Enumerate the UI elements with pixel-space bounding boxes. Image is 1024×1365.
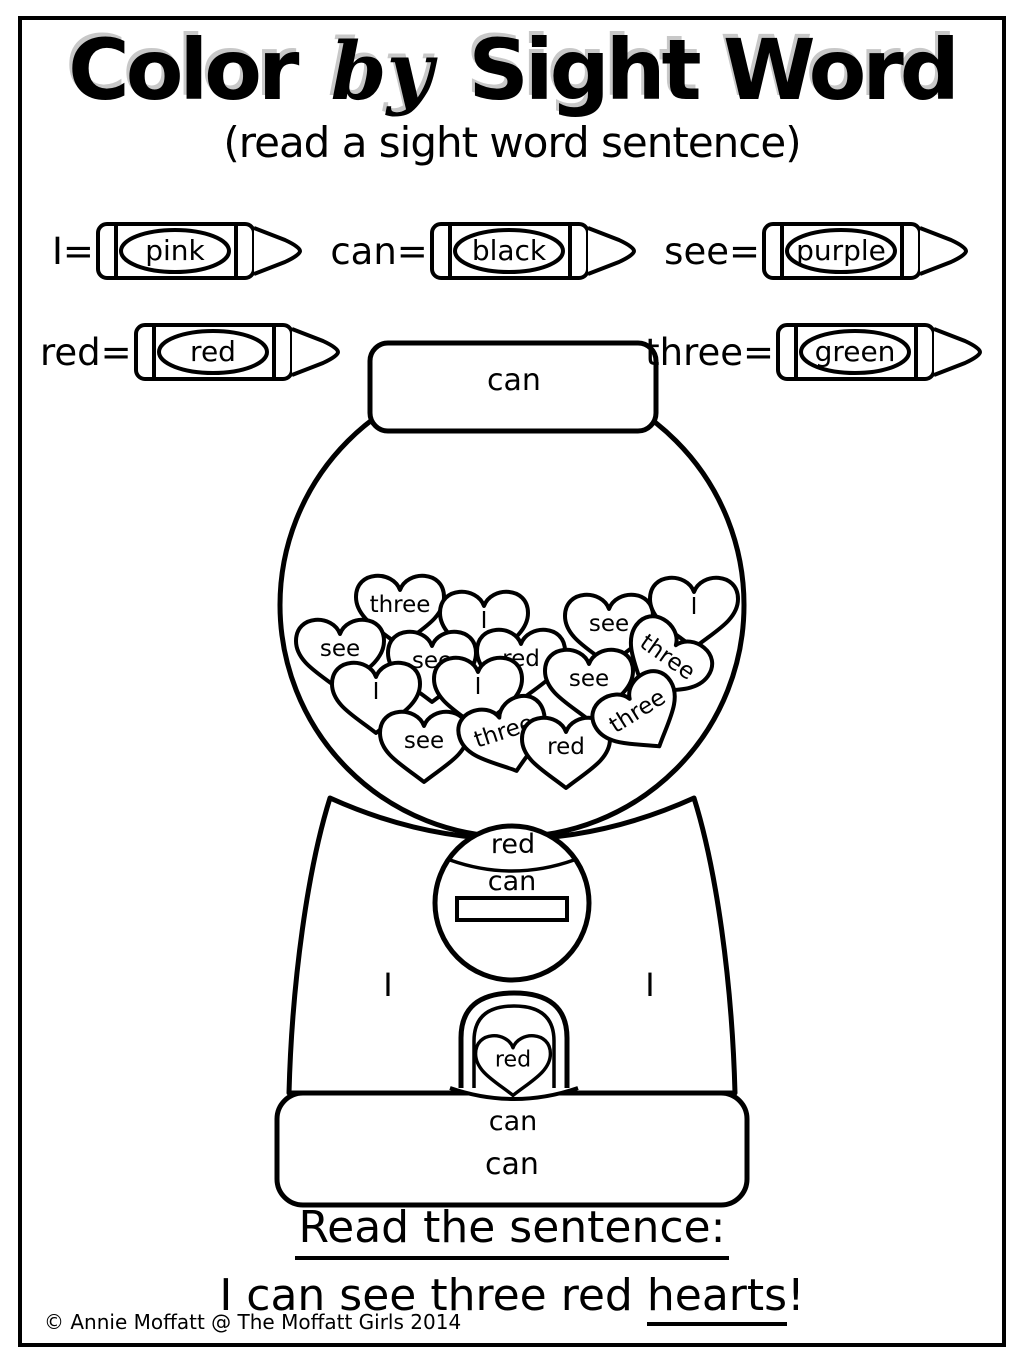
legend-item-I: I= pink xyxy=(52,215,316,287)
crayon-icon: black xyxy=(429,222,636,280)
crayon-label-oval xyxy=(784,228,897,274)
gumball-heart: three xyxy=(590,669,677,749)
title-word-sightword: Sight Word xyxy=(468,21,960,119)
body-left-label: I xyxy=(383,966,392,1004)
dispenser-door-inner xyxy=(472,1004,556,1093)
heart-word: see xyxy=(404,728,444,754)
sentence-suffix: ! xyxy=(787,1270,805,1321)
lid-label: can xyxy=(487,363,541,398)
crayon-tip xyxy=(253,226,302,276)
heart-icon xyxy=(456,693,547,773)
crayon-label-oval xyxy=(799,329,911,375)
page-border xyxy=(18,16,1006,1347)
crayon-label-oval xyxy=(118,228,231,274)
body-right-label: I xyxy=(645,966,654,1004)
title-word-by: by xyxy=(330,24,434,118)
crayon-color-name: black xyxy=(472,234,547,267)
crayon-tip xyxy=(933,327,982,377)
page-title: Color by Sight Word xyxy=(0,26,1024,114)
heart-word: see xyxy=(569,666,609,692)
heart-word: I xyxy=(373,679,380,705)
gumball-heart: see xyxy=(378,709,470,784)
heart-word: see xyxy=(320,636,360,662)
heart-word: red xyxy=(495,1047,531,1073)
under-door-label: can xyxy=(489,1106,538,1137)
heart-icon xyxy=(378,709,470,784)
gumball-heart: red xyxy=(520,715,612,790)
crayon-label-oval xyxy=(156,329,269,375)
header: Color by Sight Word (read a sight word s… xyxy=(0,26,1024,167)
sentence-section: Read the sentence: I can see three red h… xyxy=(0,1200,1024,1326)
heart-word: see xyxy=(589,611,629,637)
coin-mechanism xyxy=(432,823,592,983)
legend-item-three: three= green xyxy=(645,316,996,388)
crayon-icon: purple xyxy=(761,222,968,280)
machine-lid xyxy=(367,340,659,434)
legend-label: see= xyxy=(664,229,760,273)
coin-divider-arc xyxy=(449,858,575,873)
crayon-label-oval xyxy=(452,228,565,274)
coin-top-label: red xyxy=(491,829,535,860)
crayon-tip xyxy=(290,327,340,377)
legend-label: I= xyxy=(52,229,94,273)
heart-icon xyxy=(590,669,677,749)
sentence-underlined-word: hearts xyxy=(646,1270,788,1326)
crayon-color-name: green xyxy=(815,335,896,368)
copyright-credit: © Annie Moffatt @ The Moffatt Girls 2014 xyxy=(44,1310,462,1334)
legend-row-2: red= red three= green xyxy=(40,316,996,388)
crayon-icon: red xyxy=(133,323,340,381)
legend-label: three= xyxy=(645,330,774,374)
sentence-line: I can see three red hearts! xyxy=(0,1268,1024,1326)
heart-icon xyxy=(473,1034,553,1098)
gumball-hearts: three see I see I see xyxy=(294,573,740,790)
legend-item-see: see= purple xyxy=(664,215,982,287)
coin-slot xyxy=(455,896,569,922)
sentence-prefix: I can see three red xyxy=(219,1270,647,1321)
crayon-icon: pink xyxy=(95,222,302,280)
heart-word: red xyxy=(547,734,585,760)
legend-label: can= xyxy=(330,229,428,273)
base-label: can xyxy=(485,1147,539,1182)
crayon-color-name: purple xyxy=(796,234,886,267)
gumball-heart: three xyxy=(456,693,547,773)
heart-word: three xyxy=(370,592,431,618)
crayon-tip xyxy=(587,226,636,276)
page-subtitle: (read a sight word sentence) xyxy=(223,118,801,168)
title-word-color: Color xyxy=(68,21,299,119)
legend-label: red= xyxy=(40,330,132,374)
crayon-tip xyxy=(919,226,968,276)
heart-word: I xyxy=(691,594,698,620)
door-heart: red xyxy=(473,1034,553,1098)
heart-word: I xyxy=(475,674,482,700)
legend-row-1: I= pink can= black see= xyxy=(52,215,982,287)
crayon-color-name: pink xyxy=(145,234,205,267)
heart-word: I xyxy=(481,608,488,634)
legend-item-red: red= red xyxy=(40,316,354,388)
sentence-heading: Read the sentence: xyxy=(294,1200,730,1260)
crayon-color-name: red xyxy=(190,335,236,368)
crayon-icon: green xyxy=(776,323,982,381)
coin-label: can xyxy=(488,866,537,897)
legend-item-can: can= black xyxy=(330,215,649,287)
